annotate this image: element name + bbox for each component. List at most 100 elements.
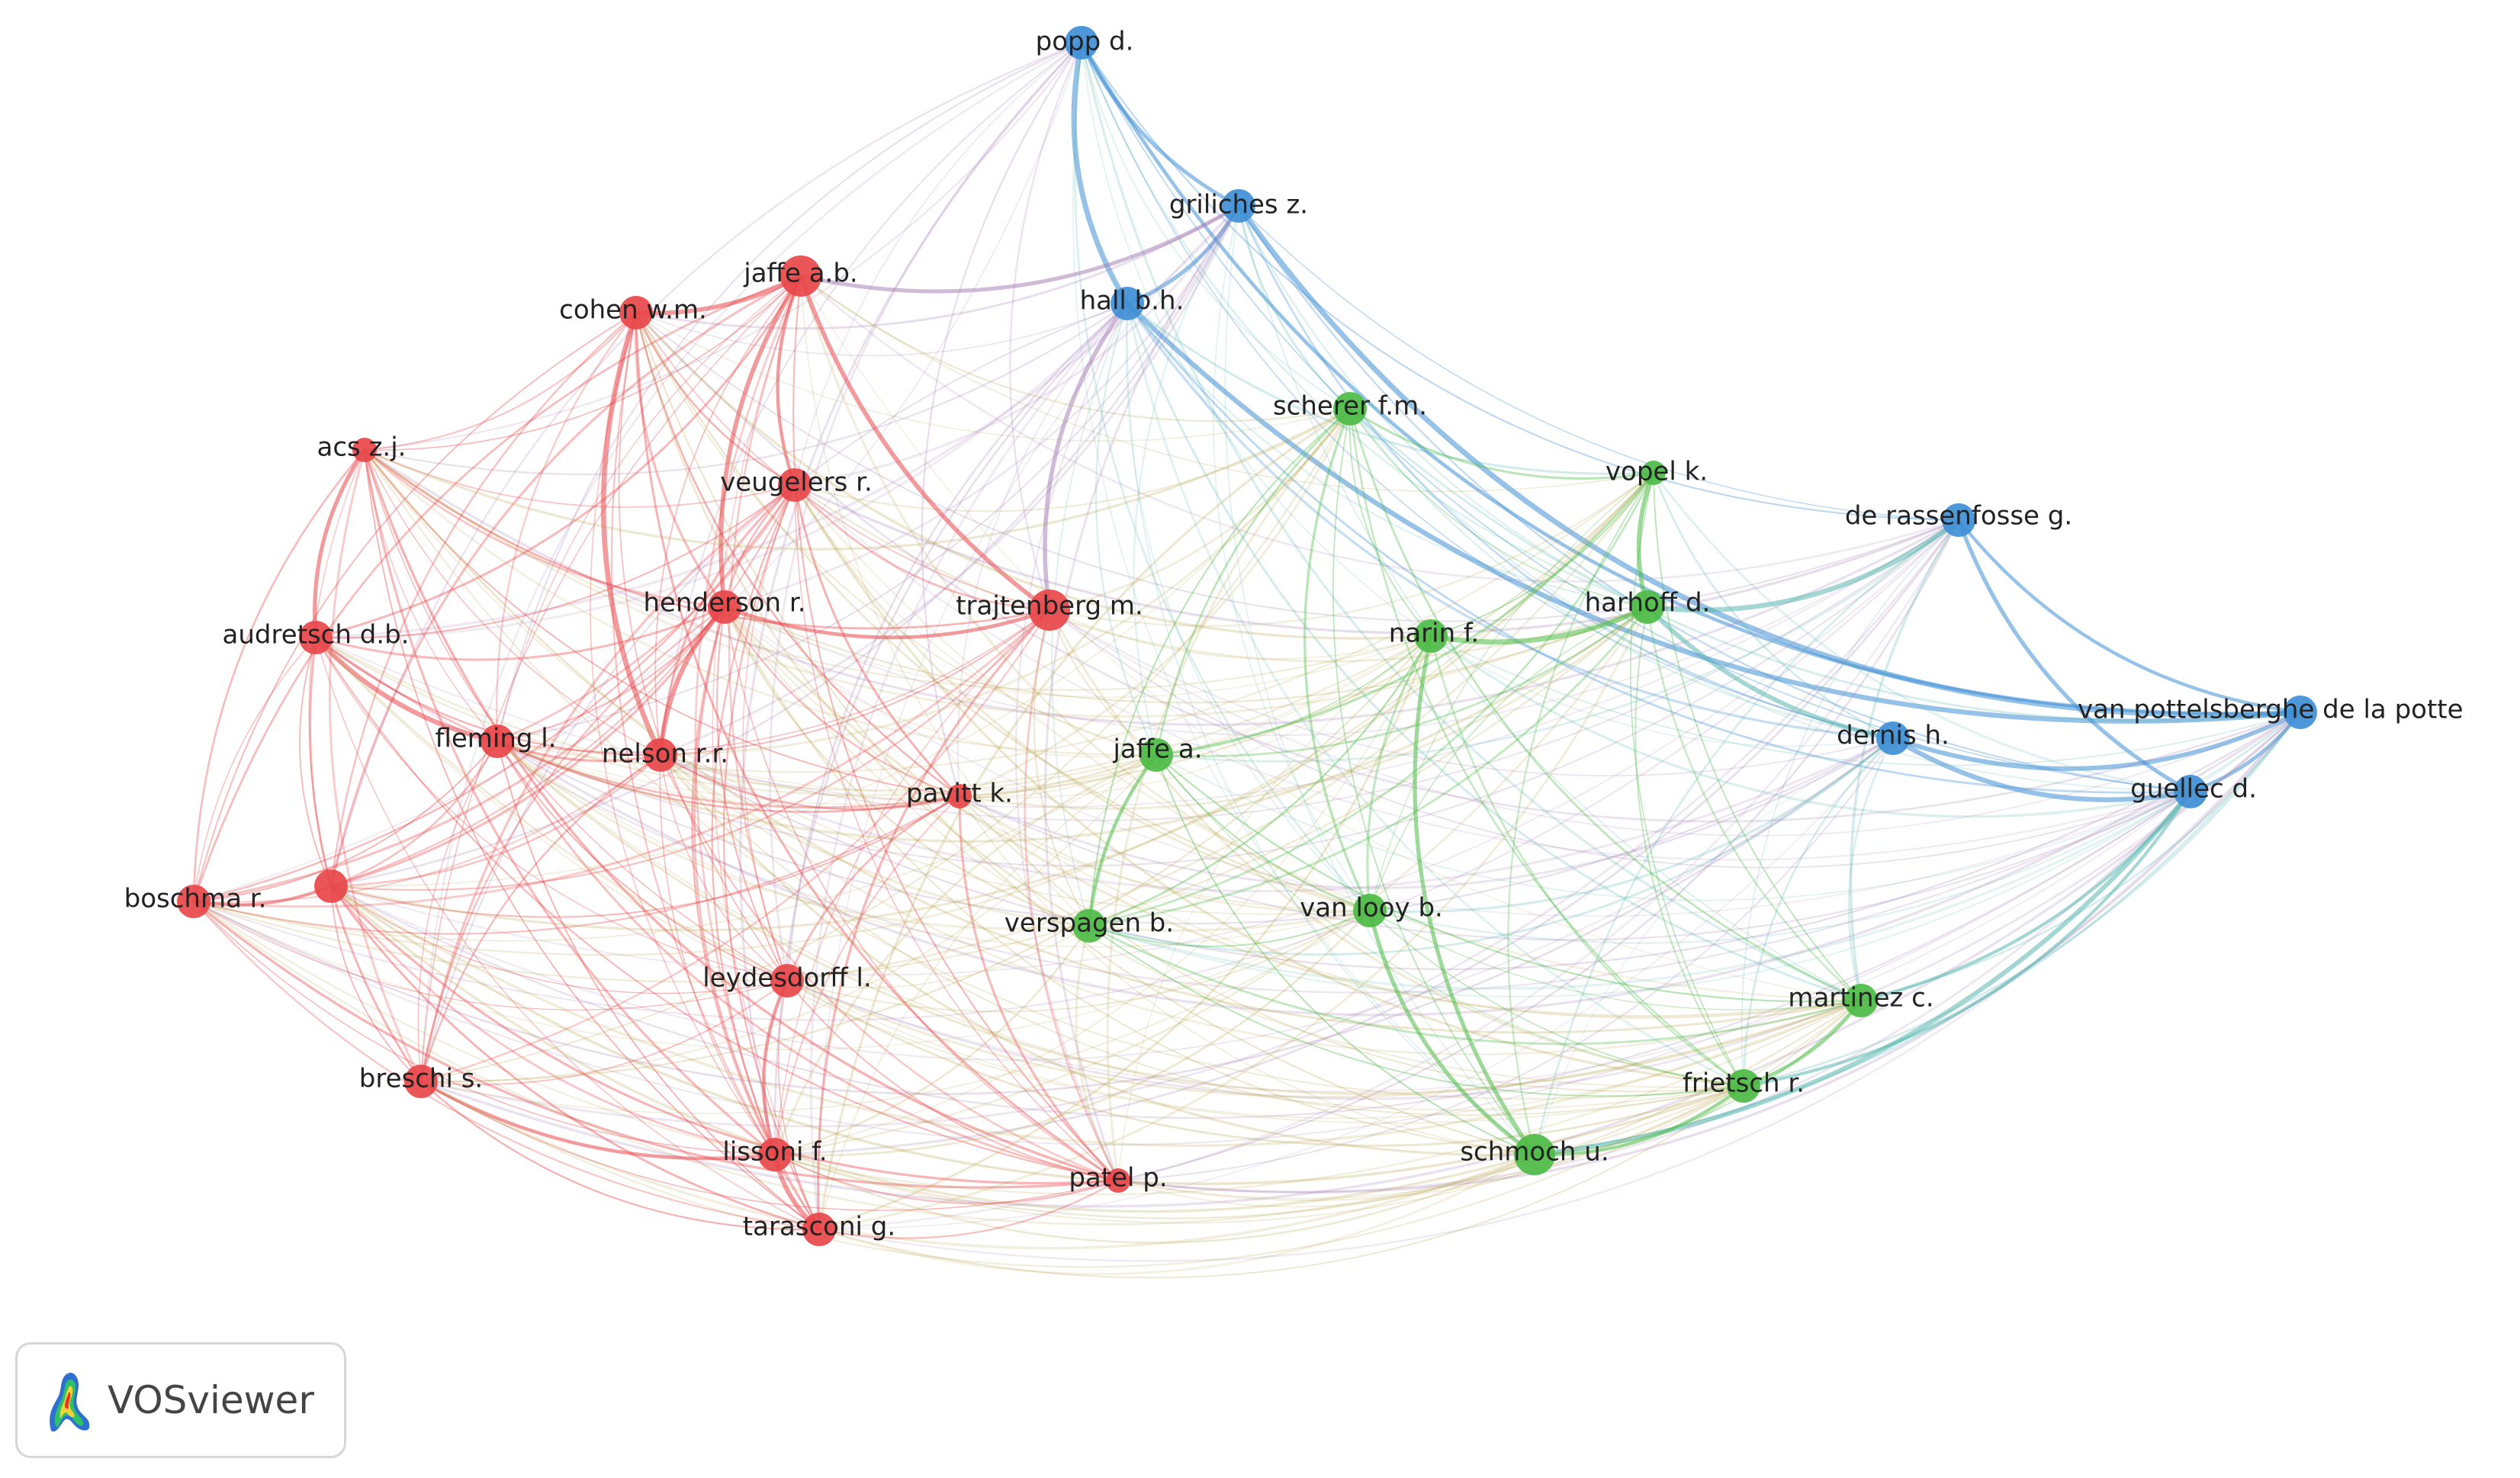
node-label-nelson[interactable]: nelson r.r.: [602, 739, 728, 770]
node-label-vopel[interactable]: vopel k.: [1606, 457, 1708, 487]
link-scherer-jaffea: [1155, 407, 1352, 757]
node-label-hall[interactable]: hall b.h.: [1080, 286, 1184, 316]
node-patel[interactable]: [1106, 1168, 1130, 1193]
node-veugelers[interactable]: [778, 468, 812, 502]
link-veugelers-henderson: [723, 484, 796, 609]
node-label-popp[interactable]: popp d.: [1036, 27, 1134, 57]
node-audretsch[interactable]: [299, 621, 333, 654]
link-vanpottelsberghe-dernis: [1891, 710, 2303, 771]
node-label-trajtenberg[interactable]: trajtenberg m.: [956, 591, 1143, 622]
link-henderson-unlabeled_red: [329, 606, 726, 888]
node-breschi[interactable]: [404, 1065, 438, 1098]
node-guellec[interactable]: [2174, 775, 2207, 808]
link-popp-pavitt: [921, 41, 1083, 798]
node-label-leydesdorff[interactable]: leydesdorff l.: [702, 963, 872, 994]
link-griliches-vanlooy: [1213, 205, 1371, 911]
node-jaffea[interactable]: [1139, 738, 1173, 772]
node-label-cohen[interactable]: cohen w.m.: [559, 295, 707, 326]
link-jaffea-frietsch: [1156, 754, 1744, 1087]
node-cohen[interactable]: [619, 296, 653, 329]
node-label-vanpottelsberghe[interactable]: van pottelsberghe de la potte: [2078, 695, 2464, 725]
node-label-guellec[interactable]: guellec d.: [2130, 774, 2257, 805]
node-label-verspagen[interactable]: verspagen b.: [1004, 908, 1174, 939]
node-label-narin[interactable]: narin f.: [1389, 619, 1479, 649]
node-martinez[interactable]: [1844, 984, 1878, 1017]
node-pavitt[interactable]: [947, 784, 972, 808]
node-verspagen[interactable]: [1072, 909, 1106, 943]
link-acs-frietsch: [364, 449, 1744, 1100]
link-harhoff-narin: [1428, 604, 1651, 645]
node-vanlooy[interactable]: [1353, 894, 1387, 927]
node-popp[interactable]: [1065, 26, 1098, 59]
link-trajtenberg-patel: [1024, 609, 1120, 1182]
link-jaffeab-veugelers: [776, 274, 803, 487]
link-unlabeled_red-tarasconi: [329, 885, 821, 1231]
node-leydesdorff[interactable]: [770, 964, 804, 998]
node-label-lissoni[interactable]: lissoni f.: [722, 1137, 827, 1168]
link-unlabeled_red-patel: [329, 885, 1120, 1185]
node-griliches[interactable]: [1222, 189, 1255, 223]
node-dernis[interactable]: [1876, 721, 1910, 755]
node-henderson[interactable]: [708, 590, 741, 624]
link-nelson-breschi: [419, 753, 662, 1083]
node-derassenfosse[interactable]: [1942, 503, 1975, 537]
node-scherer[interactable]: [1333, 392, 1367, 426]
link-henderson-nelson: [657, 604, 728, 758]
node-label-derassenfosse[interactable]: de rassenfosse g.: [1845, 501, 2072, 532]
node-label-dernis[interactable]: dernis h.: [1837, 721, 1949, 751]
node-boschma[interactable]: [177, 885, 211, 918]
node-label-harhoff[interactable]: harhoff d.: [1585, 588, 1711, 619]
link-griliches-scherer: [1237, 204, 1352, 410]
node-vopel[interactable]: [1641, 461, 1666, 485]
link-acs-narin: [364, 449, 1432, 691]
node-label-henderson[interactable]: henderson r.: [643, 588, 805, 619]
node-hall[interactable]: [1111, 287, 1144, 320]
node-label-scherer[interactable]: scherer f.m.: [1273, 391, 1427, 422]
node-label-jaffeab[interactable]: jaffe a.b.: [743, 259, 857, 289]
link-vopel-verspagen: [1088, 471, 1655, 927]
node-vanpottelsberghe[interactable]: [2284, 696, 2317, 729]
link-verspagen-vanlooy: [1088, 910, 1371, 947]
node-acs[interactable]: [352, 438, 377, 462]
link-griliches-henderson: [723, 204, 1240, 609]
node-lissoni[interactable]: [758, 1138, 792, 1171]
node-unlabeled_red[interactable]: [314, 869, 348, 903]
node-trajtenberg[interactable]: [1029, 590, 1070, 631]
node-label-vanlooy[interactable]: van looy b.: [1300, 893, 1443, 924]
node-label-acs[interactable]: acs z.j.: [317, 432, 407, 463]
node-label-martinez[interactable]: martinez c.: [1788, 983, 1933, 1014]
node-tarasconi[interactable]: [802, 1213, 836, 1246]
link-boschma-tarasconi: [192, 900, 821, 1231]
node-label-jaffea[interactable]: jaffe a.: [1112, 734, 1202, 765]
node-nelson[interactable]: [644, 738, 677, 772]
node-label-griliches[interactable]: griliches z.: [1169, 190, 1308, 220]
node-label-patel[interactable]: patel p.: [1069, 1163, 1167, 1194]
link-hall-dernis: [1126, 302, 1895, 740]
node-narin[interactable]: [1414, 619, 1448, 653]
node-label-schmoch[interactable]: schmoch u.: [1460, 1137, 1609, 1168]
link-jaffea-vanlooy: [1155, 753, 1371, 912]
link-boschma-patel: [192, 900, 1120, 1189]
node-schmoch[interactable]: [1514, 1134, 1555, 1175]
link-trajtenberg-fleming: [497, 609, 1050, 753]
node-label-frietsch[interactable]: frietsch r.: [1683, 1068, 1805, 1099]
link-veugelers-boschma: [192, 484, 796, 903]
link-pavitt-lissoni: [773, 795, 961, 1156]
link-pavitt-jaffea: [959, 754, 1157, 798]
node-label-pavitt[interactable]: pavitt k.: [906, 779, 1013, 809]
link-pavitt-leydesdorff: [786, 795, 961, 982]
node-fleming[interactable]: [481, 725, 514, 758]
link-henderson-schmoch: [723, 606, 1536, 1156]
node-label-veugelers[interactable]: veugelers r.: [720, 467, 873, 498]
node-label-boschma[interactable]: boschma r.: [124, 884, 267, 914]
link-harhoff-jaffea: [1155, 606, 1649, 757]
node-harhoff[interactable]: [1631, 590, 1664, 624]
link-patel-verspagen: [1075, 924, 1120, 1182]
node-label-fleming[interactable]: fleming l.: [435, 724, 556, 754]
node-jaffeab[interactable]: [780, 255, 821, 297]
node-frietsch[interactable]: [1727, 1069, 1760, 1103]
node-label-breschi[interactable]: breschi s.: [359, 1064, 483, 1094]
node-label-audretsch[interactable]: audretsch d.b.: [223, 620, 410, 651]
node-label-tarasconi[interactable]: tarasconi g.: [743, 1212, 895, 1242]
link-griliches-martinez: [1238, 205, 1862, 1001]
